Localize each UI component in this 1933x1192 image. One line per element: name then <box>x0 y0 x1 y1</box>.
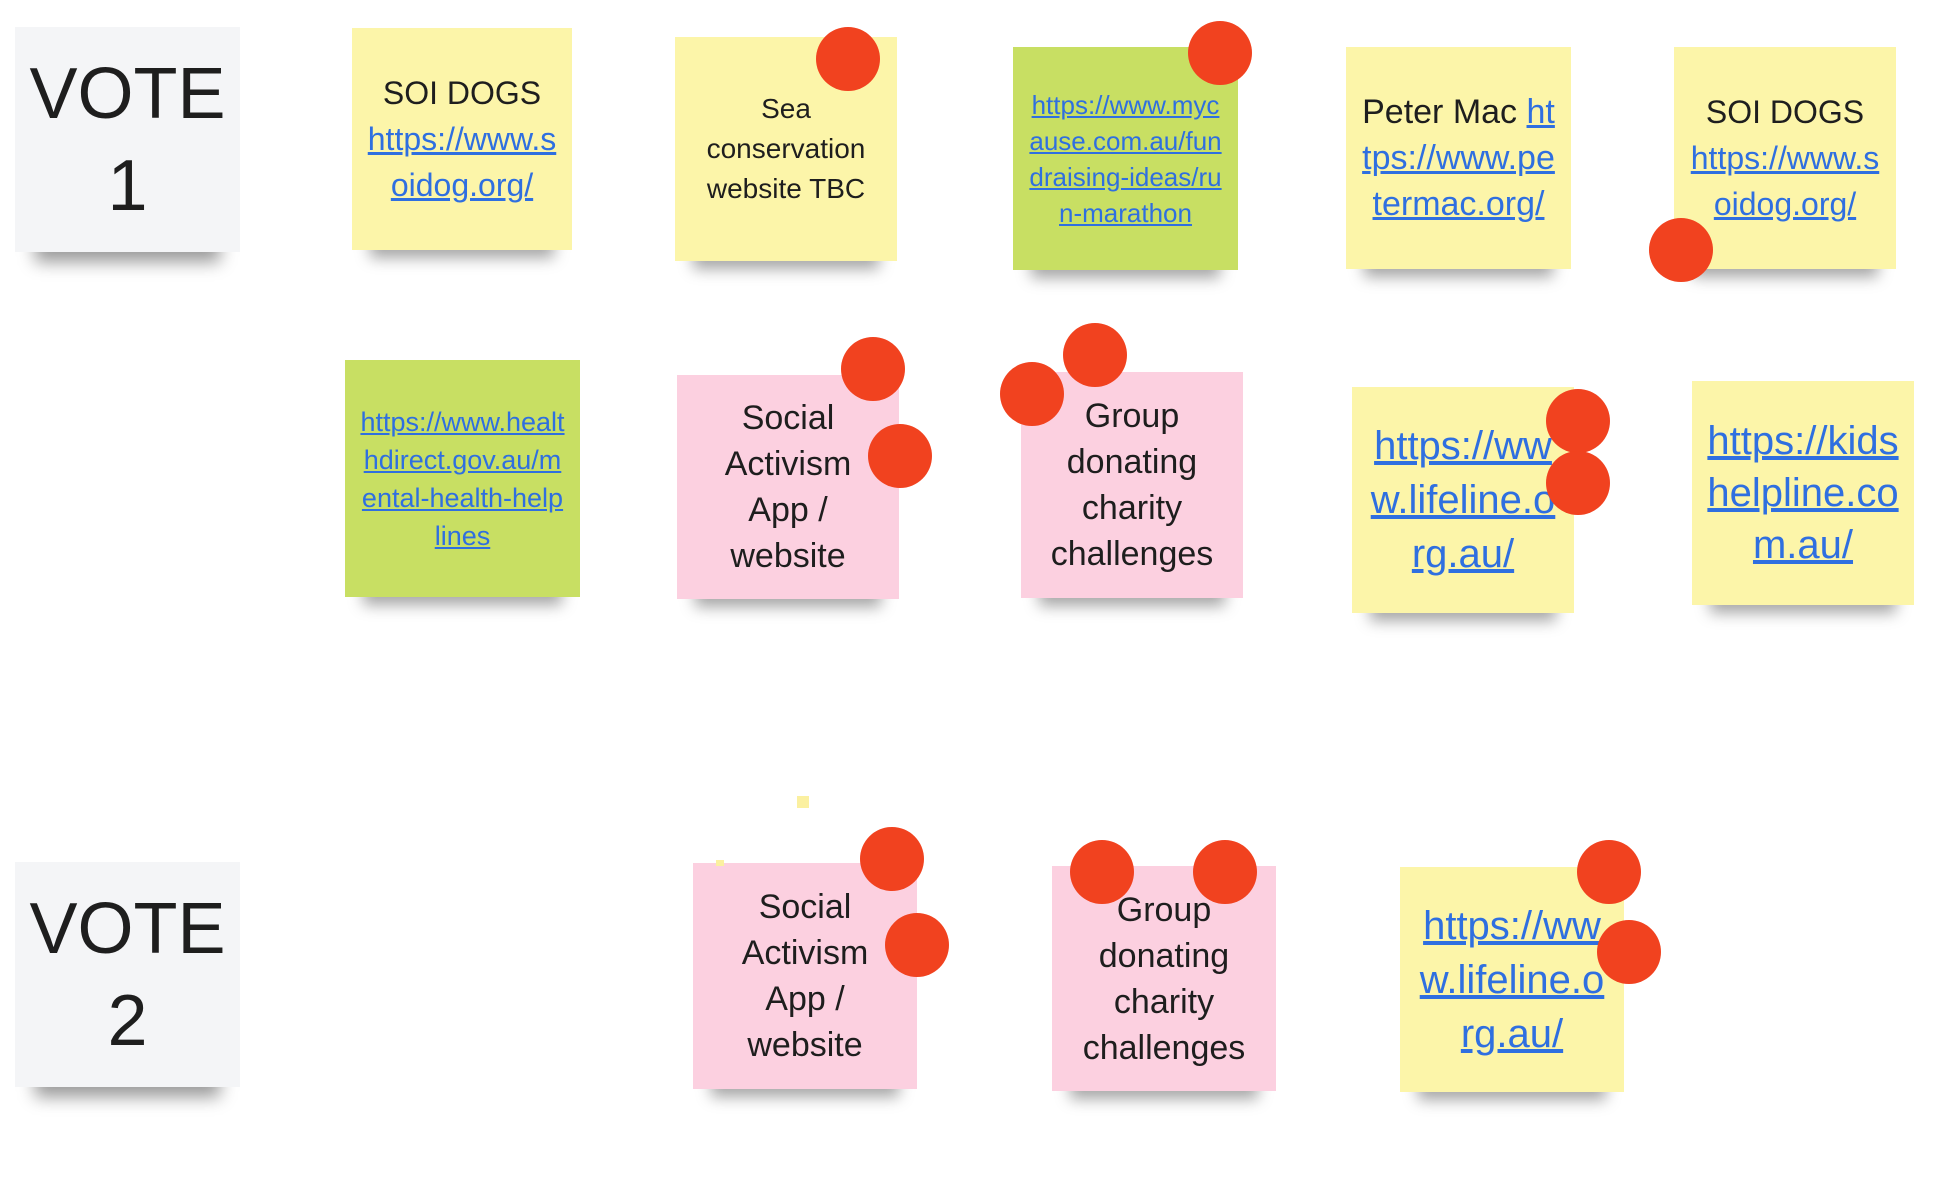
vote-dot[interactable] <box>1546 389 1610 453</box>
vote-2-label[interactable]: VOTE 2 <box>15 862 240 1087</box>
vote-dot[interactable] <box>1188 21 1252 85</box>
vote-dot[interactable] <box>868 424 932 488</box>
vote-dot[interactable] <box>1597 920 1661 984</box>
sticky-note-title: SOI DOGS <box>1705 94 1865 130</box>
vote-1-line1: VOTE <box>29 53 226 134</box>
vote-dot[interactable] <box>1193 840 1257 904</box>
sticky-note-text: Sea conservation website TBC <box>706 93 866 204</box>
sticky-note-link[interactable]: https://www.soidog.org/ <box>1690 140 1880 222</box>
sticky-note-link[interactable]: https://kidshelpline.com.au/ <box>1707 419 1899 567</box>
vote-dot[interactable] <box>1546 451 1610 515</box>
sticky-note-link[interactable]: https://www.mycause.com.au/fundraising-i… <box>1029 89 1222 228</box>
sticky-note-social-activism-1[interactable]: Social Activism App / website <box>677 375 899 599</box>
sticky-note-lifeline-1[interactable]: https://www.lifeline.org.au/ <box>1352 387 1574 613</box>
sticky-note-lifeline-2[interactable]: https://www.lifeline.org.au/ <box>1400 867 1624 1092</box>
vote-1-line2: 1 <box>107 145 148 226</box>
vote-dot[interactable] <box>1070 840 1134 904</box>
vote-dot[interactable] <box>860 827 924 891</box>
tiny-sticky-note[interactable] <box>716 860 724 866</box>
sticky-note-text: Social Activism App / website <box>741 888 869 1064</box>
sticky-note-link[interactable]: https://www.lifeline.org.au/ <box>1370 424 1556 576</box>
vote-2-line2: 2 <box>107 980 148 1061</box>
sticky-note-kidshelpline[interactable]: https://kidshelpline.com.au/ <box>1692 381 1914 605</box>
vote-dot[interactable] <box>1063 323 1127 387</box>
vote-dot[interactable] <box>885 913 949 977</box>
sticky-note-content: Peter Mac https://www.petermac.org/ <box>1360 89 1557 227</box>
sticky-note-soi-dogs-1[interactable]: SOI DOGS https://www.soidog.org/ <box>352 28 572 250</box>
sticky-note-text: Social Activism App / website <box>724 399 852 575</box>
vote-dot[interactable] <box>841 337 905 401</box>
vote-dot[interactable] <box>1649 218 1713 282</box>
vote-dot[interactable] <box>1577 840 1641 904</box>
vote-2-line1: VOTE <box>29 888 226 969</box>
sticky-note-mycause-marathon[interactable]: https://www.mycause.com.au/fundraising-i… <box>1013 47 1238 270</box>
sticky-note-title: SOI DOGS <box>382 75 542 111</box>
sticky-note-healthdirect[interactable]: https://www.healthdirect.gov.au/mental-h… <box>345 360 580 597</box>
vote-dot[interactable] <box>1000 362 1064 426</box>
sticky-note-link[interactable]: https://www.soidog.org/ <box>367 121 557 203</box>
sticky-note-link[interactable]: https://www.healthdirect.gov.au/mental-h… <box>360 406 565 551</box>
sticky-note-link[interactable]: https://www.petermac.org/ <box>1362 93 1555 223</box>
sticky-note-title: Peter Mac <box>1362 93 1518 131</box>
vote-dot[interactable] <box>816 27 880 91</box>
sticky-note-group-donating-2[interactable]: Group donating charity challenges <box>1052 866 1276 1091</box>
vote-1-label[interactable]: VOTE 1 <box>15 27 240 252</box>
sticky-note-text: Group donating charity challenges <box>1082 890 1246 1067</box>
tiny-sticky-note[interactable] <box>797 796 809 808</box>
sticky-note-text: Group donating charity challenges <box>1050 397 1214 573</box>
sticky-note-peter-mac[interactable]: Peter Mac https://www.petermac.org/ <box>1346 47 1571 269</box>
sticky-note-social-activism-2[interactable]: Social Activism App / website <box>693 863 917 1089</box>
sticky-note-link[interactable]: https://www.lifeline.org.au/ <box>1419 903 1605 1056</box>
sticky-note-soi-dogs-2[interactable]: SOI DOGS https://www.soidog.org/ <box>1674 47 1896 269</box>
